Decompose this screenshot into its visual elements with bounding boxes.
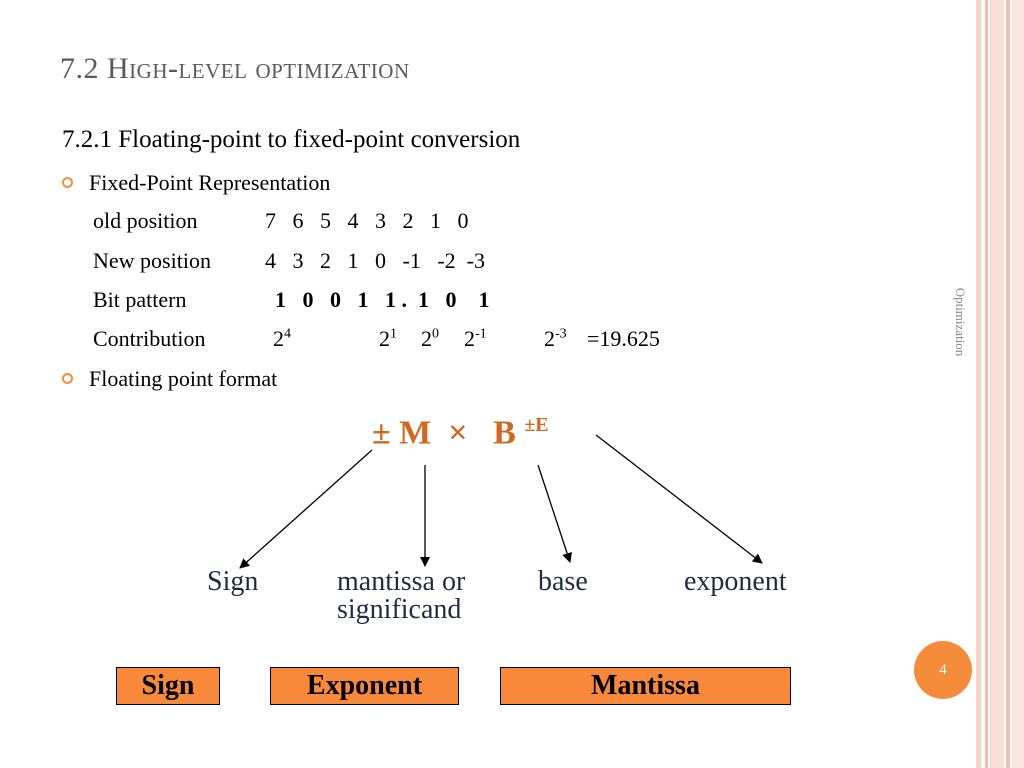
- contribution-term: 24: [273, 326, 291, 351]
- box-sign-label: Sign: [141, 670, 195, 701]
- row-old-position: old position 7 6 5 4 3 2 1 0: [93, 208, 469, 234]
- label-base: base: [538, 566, 588, 597]
- row-new-position: New position 4 3 2 1 0 -1 -2 -3: [93, 248, 485, 274]
- arrow-to-sign: [239, 449, 373, 569]
- bullet-fixed-point: Fixed-Point Representation: [62, 170, 330, 196]
- box-sign: Sign: [116, 667, 220, 705]
- label-sign: Sign: [207, 566, 259, 597]
- row-values: 7 6 5 4 3 2 1 0: [265, 208, 469, 233]
- row-contribution: Contribution 24 21 20 2-1 2-3 =19.625: [93, 326, 660, 352]
- contribution-term: 20: [421, 326, 439, 351]
- floating-point-formula: ± M × B ±E: [372, 414, 549, 452]
- bullet-dot-icon: [62, 373, 73, 385]
- slide-title: 7.2 High-level optimization: [60, 52, 410, 85]
- label-mantissa: mantissa or significand: [337, 568, 465, 624]
- label-mantissa-line2: significand: [337, 594, 462, 625]
- page-number: 4: [939, 661, 947, 678]
- row-label: old position: [93, 208, 198, 233]
- row-label: Bit pattern: [93, 287, 187, 312]
- arrow-to-exponent: [595, 434, 763, 564]
- formula-exponent: ±E: [524, 414, 549, 436]
- bullet-floating-point: Floating point format: [62, 366, 277, 392]
- slide-subtitle: 7.2.1 Floating-point to fixed-point conv…: [62, 126, 521, 153]
- label-mantissa-line1: mantissa or: [337, 566, 466, 597]
- label-exponent: exponent: [684, 566, 787, 597]
- row-bit-pattern: Bit pattern 1 0 0 1 1 . 1 0 1: [93, 287, 490, 313]
- row-label: Contribution: [93, 326, 206, 351]
- bullet-text: Fixed-Point Representation: [89, 170, 331, 195]
- box-mantissa: Mantissa: [500, 667, 791, 705]
- box-exponent: Exponent: [270, 667, 459, 705]
- contribution-result: =19.625: [587, 326, 660, 351]
- contribution-term: 21: [379, 326, 397, 351]
- row-values: 1 0 0 1 1 . 1 0 1: [275, 287, 490, 312]
- box-mantissa-label: Mantissa: [591, 670, 700, 701]
- bullet-text: Floating point format: [89, 366, 278, 391]
- page-number-badge: 4: [914, 641, 972, 699]
- row-values: 4 3 2 1 0 -1 -2 -3: [265, 248, 485, 273]
- decorative-stripes: [976, 0, 1024, 768]
- contribution-term: 2-3: [544, 326, 567, 351]
- contribution-term: 2-1: [464, 326, 487, 351]
- box-exponent-label: Exponent: [306, 670, 423, 701]
- formula-main: ± M × B: [372, 414, 525, 452]
- arrow-to-base: [537, 464, 572, 563]
- bullet-dot-icon: [62, 177, 73, 189]
- row-label: New position: [93, 248, 211, 273]
